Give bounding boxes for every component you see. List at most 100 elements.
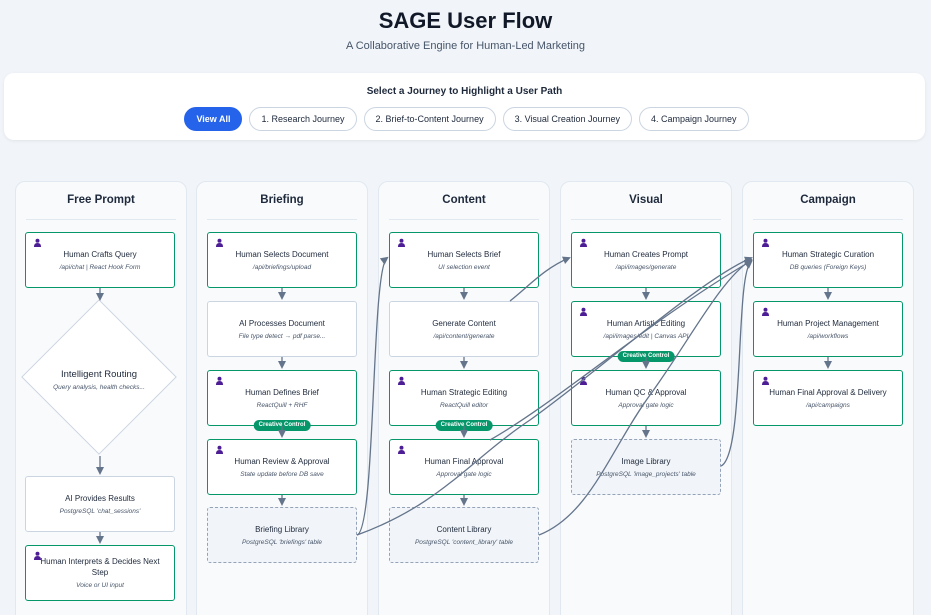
- node-subtitle: Query analysis, health checks...: [53, 384, 145, 391]
- person-icon: [579, 376, 588, 385]
- lane-divider: [389, 219, 539, 220]
- lane-title: Free Prompt: [67, 194, 135, 206]
- node-briefing-library[interactable]: Briefing Library PostgreSQL 'briefings' …: [207, 507, 357, 563]
- person-icon: [397, 376, 406, 385]
- node-title: Human Strategic Curation: [781, 249, 875, 259]
- node-title: Content Library: [436, 524, 492, 534]
- person-icon: [33, 238, 42, 247]
- lane-divider: [571, 219, 721, 220]
- person-icon: [579, 238, 588, 247]
- node-human-strategic-editing[interactable]: Human Strategic Editing ReactQuill edito…: [389, 370, 539, 426]
- person-icon: [215, 376, 224, 385]
- node-subtitle: Approval gate logic: [436, 470, 492, 478]
- node-subtitle: ReactQuill + RHF: [256, 401, 308, 409]
- node-title: Human Crafts Query: [63, 249, 137, 259]
- node-title: Human QC & Approval: [605, 387, 687, 397]
- visual-creation-journey-button[interactable]: 3. Visual Creation Journey: [502, 107, 632, 131]
- page-subtitle: A Collaborative Engine for Human-Led Mar…: [345, 40, 586, 52]
- lane-title: Content: [442, 194, 486, 206]
- node-subtitle: PostgreSQL 'content_library' table: [414, 538, 514, 546]
- node-title: Human Final Approval & Delivery: [769, 387, 887, 397]
- node-title: Human Artistic Editing: [606, 318, 686, 328]
- node-subtitle: UI selection event: [438, 263, 490, 271]
- node-subtitle: ReactQuill editor: [439, 401, 489, 409]
- person-icon: [215, 238, 224, 247]
- research-journey-button[interactable]: 1. Research Journey: [249, 107, 357, 131]
- person-icon: [33, 551, 42, 560]
- person-icon: [579, 307, 588, 316]
- node-subtitle: State update before DB save: [240, 470, 324, 478]
- node-human-final-approval-delivery[interactable]: Human Final Approval & Delivery /api/cam…: [753, 370, 903, 426]
- node-subtitle: Voice or UI input: [76, 582, 124, 589]
- journey-button-row: View All 1. Research Journey 2. Brief-to…: [4, 107, 925, 131]
- node-human-creates-prompt[interactable]: Human Creates Prompt /api/images/generat…: [571, 232, 721, 288]
- lane-divider: [207, 219, 357, 220]
- node-subtitle: DB queries (Foreign Keys): [789, 263, 867, 271]
- creative-control-badge: Creative Control: [253, 420, 311, 431]
- node-human-review-approval[interactable]: Human Review & Approval State update bef…: [207, 439, 357, 495]
- node-title: Generate Content: [432, 318, 496, 328]
- node-image-library[interactable]: Image Library PostgreSQL 'image_projects…: [571, 439, 721, 495]
- node-ai-processes-document[interactable]: AI Processes Document File type detect →…: [207, 301, 357, 357]
- lane-divider: [26, 219, 176, 220]
- view-all-button[interactable]: View All: [184, 107, 243, 131]
- node-subtitle: /api/campaigns: [806, 401, 850, 409]
- node-title: Human Selects Document: [235, 249, 329, 259]
- campaign-journey-button[interactable]: 4. Campaign Journey: [638, 107, 749, 131]
- node-subtitle: PostgreSQL 'image_projects' table: [596, 470, 696, 478]
- node-subtitle: PostgreSQL 'chat_sessions': [59, 507, 141, 515]
- node-generate-content[interactable]: Generate Content /api/content/generate: [389, 301, 539, 357]
- node-title: Intelligent Routing: [60, 369, 138, 380]
- node-title: Human Interprets & Decides Next Step: [40, 557, 160, 577]
- node-title: AI Provides Results: [65, 493, 135, 503]
- node-human-strategic-curation[interactable]: Human Strategic Curation DB queries (For…: [753, 232, 903, 288]
- node-title: Human Project Management: [777, 318, 879, 328]
- lane-title: Visual: [629, 194, 663, 206]
- node-ai-provides-results[interactable]: AI Provides Results PostgreSQL 'chat_ses…: [25, 476, 175, 532]
- page-title: SAGE User Flow: [378, 8, 553, 33]
- node-subtitle: /api/content/generate: [433, 332, 495, 340]
- person-icon: [761, 307, 770, 316]
- node-human-selects-brief[interactable]: Human Selects Brief UI selection event: [389, 232, 539, 288]
- node-intelligent-routing[interactable]: Intelligent Routing Query analysis, heal…: [29, 369, 169, 392]
- node-subtitle: /api/images/edit | Canvas API: [603, 332, 689, 340]
- person-icon: [397, 445, 406, 454]
- creative-control-badge: Creative Control: [435, 420, 493, 431]
- lane-title: Campaign: [800, 194, 856, 206]
- node-human-selects-document[interactable]: Human Selects Document /api/briefings/up…: [207, 232, 357, 288]
- journey-selector: Select a Journey to Highlight a User Pat…: [4, 73, 925, 140]
- node-human-qc-approval[interactable]: Human QC & Approval Approval gate logic: [571, 370, 721, 426]
- lane-title: Briefing: [260, 194, 304, 206]
- node-human-crafts-query[interactable]: Human Crafts Query /api/chat | React Hoo…: [25, 232, 175, 288]
- brief-to-content-journey-button[interactable]: 2. Brief-to-Content Journey: [363, 107, 496, 131]
- node-subtitle: /api/workflows: [807, 332, 849, 340]
- lane-divider: [753, 219, 903, 220]
- node-human-interprets[interactable]: Human Interprets & Decides Next Step Voi…: [25, 545, 175, 601]
- creative-control-badge: Creative Control: [617, 351, 675, 362]
- person-icon: [761, 238, 770, 247]
- node-subtitle: File type detect → pdf parse...: [238, 332, 326, 340]
- node-title: Human Selects Brief: [427, 249, 501, 259]
- node-subtitle: /api/briefings/upload: [252, 263, 312, 271]
- node-subtitle: Approval gate logic: [618, 401, 674, 409]
- node-title: Human Defines Brief: [245, 387, 319, 397]
- node-title: Briefing Library: [255, 524, 309, 534]
- person-icon: [215, 445, 224, 454]
- node-human-final-approval-content[interactable]: Human Final Approval Approval gate logic: [389, 439, 539, 495]
- node-title: Image Library: [621, 456, 671, 466]
- person-icon: [397, 238, 406, 247]
- node-subtitle: PostgreSQL 'briefings' table: [241, 538, 323, 546]
- node-human-defines-brief[interactable]: Human Defines Brief ReactQuill + RHF: [207, 370, 357, 426]
- node-title: Human Final Approval: [424, 456, 504, 466]
- person-icon: [761, 376, 770, 385]
- node-human-project-management[interactable]: Human Project Management /api/workflows: [753, 301, 903, 357]
- node-content-library[interactable]: Content Library PostgreSQL 'content_libr…: [389, 507, 539, 563]
- node-subtitle: /api/chat | React Hook Form: [59, 263, 141, 271]
- node-title: Human Strategic Editing: [420, 387, 508, 397]
- journey-selector-title: Select a Journey to Highlight a User Pat…: [366, 86, 563, 97]
- node-title: Human Creates Prompt: [603, 249, 689, 259]
- node-title: AI Processes Document: [239, 318, 325, 328]
- node-title: Human Review & Approval: [234, 456, 330, 466]
- node-human-artistic-editing[interactable]: Human Artistic Editing /api/images/edit …: [571, 301, 721, 357]
